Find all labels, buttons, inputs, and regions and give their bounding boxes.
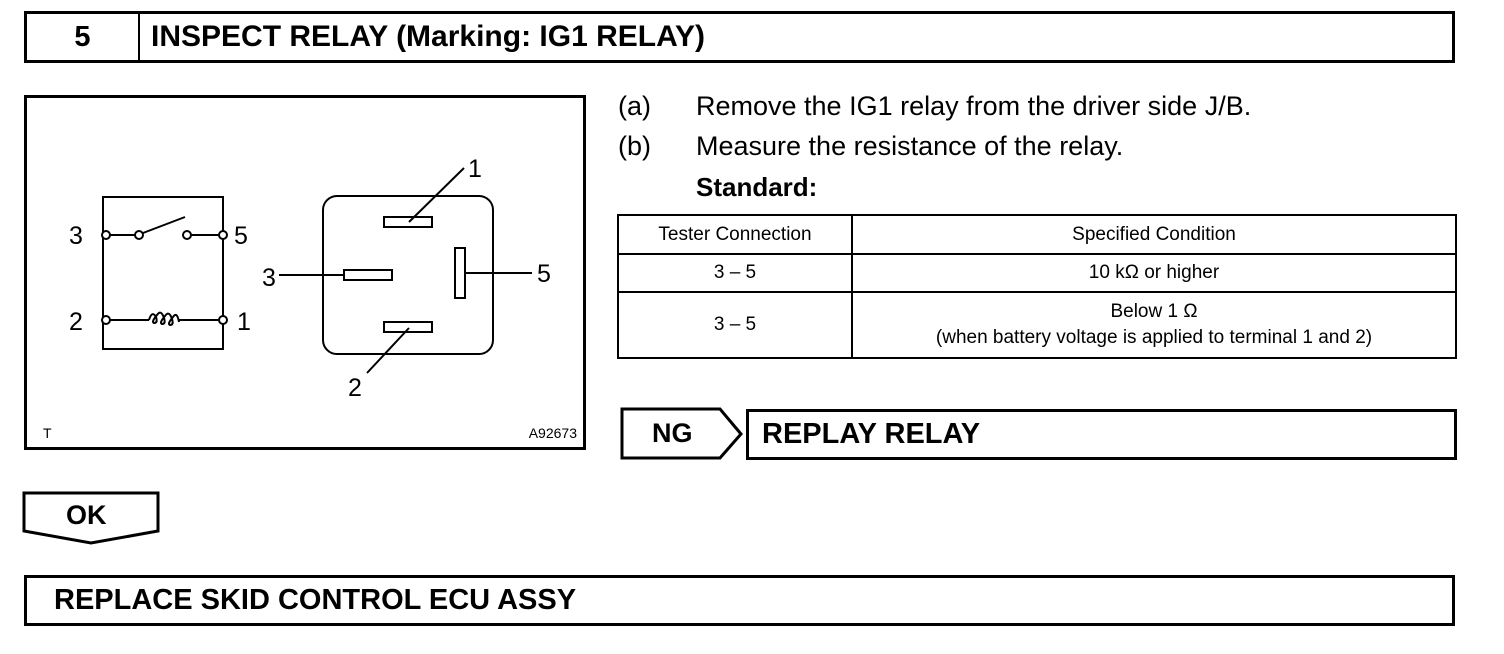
table-row: 3 – 5 Below 1 Ω (when battery voltage is… (617, 291, 1457, 359)
instruction-a-text: Remove the IG1 relay from the driver sid… (696, 91, 1252, 121)
figure-code: A92673 (528, 425, 577, 441)
table-cell-connection: 3 – 5 (617, 291, 853, 359)
instruction-b: (b) Measure the resistance of the relay. (618, 131, 1418, 165)
step-header: 5 INSPECT RELAY (Marking: IG1 RELAY) (24, 11, 1455, 63)
instruction-b-letter: (b) (618, 131, 651, 161)
step-number: 5 (27, 14, 140, 60)
table-cell-condition: 10 kΩ or higher (851, 253, 1457, 293)
schematic-terminal-5: 5 (234, 222, 248, 250)
ng-arrow-box (620, 407, 743, 460)
coil-icon (148, 311, 180, 327)
ok-arrow-box (22, 491, 160, 545)
table-header-condition: Specified Condition (851, 214, 1457, 255)
instruction-a-letter: (a) (618, 91, 651, 121)
instruction-b-text: Measure the resistance of the relay. (696, 131, 1124, 161)
relay-pin-1 (383, 216, 433, 228)
relay-terminal-2: 2 (348, 374, 362, 402)
ng-label: NG (652, 418, 693, 448)
relay-illustration: 3 5 2 1 1 3 5 2 T A92673 (24, 95, 586, 450)
relay-pin-2 (383, 321, 433, 333)
table-row: 3 – 5 10 kΩ or higher (617, 253, 1457, 293)
relay-terminal-3: 3 (262, 264, 276, 292)
step-title: INSPECT RELAY (Marking: IG1 RELAY) (151, 20, 706, 53)
condition-line-2: (when battery voltage is applied to term… (935, 327, 1373, 348)
schematic-terminal-1: 1 (237, 308, 251, 336)
relay-terminal-1: 1 (468, 155, 482, 183)
schematic-frame (102, 196, 224, 350)
condition-line-1: Below 1 Ω (1110, 301, 1198, 322)
spec-table: Tester Connection Specified Condition 3 … (617, 214, 1457, 359)
table-cell-connection: 3 – 5 (617, 253, 853, 293)
schematic-terminal-2: 2 (69, 308, 83, 336)
schematic-terminal-3: 3 (69, 222, 83, 250)
table-cell-condition: Below 1 Ω (when battery voltage is appli… (851, 291, 1457, 359)
relay-terminal-5: 5 (537, 260, 551, 288)
relay-diagram: 3 5 2 1 1 3 5 2 (69, 155, 551, 402)
standard-label: Standard: (696, 172, 818, 202)
instruction-a: (a) Remove the IG1 relay from the driver… (618, 91, 1418, 125)
final-action-box: REPLACE SKID CONTROL ECU ASSY (24, 575, 1455, 626)
ok-label: OK (66, 500, 107, 530)
relay-pin-5 (454, 247, 466, 299)
figure-corner-mark: T (43, 425, 52, 441)
table-header-connection: Tester Connection (617, 214, 853, 255)
ng-action-box: REPLAY RELAY (746, 409, 1457, 460)
relay-pin-3 (343, 269, 393, 281)
table-header-row: Tester Connection Specified Condition (617, 214, 1457, 255)
